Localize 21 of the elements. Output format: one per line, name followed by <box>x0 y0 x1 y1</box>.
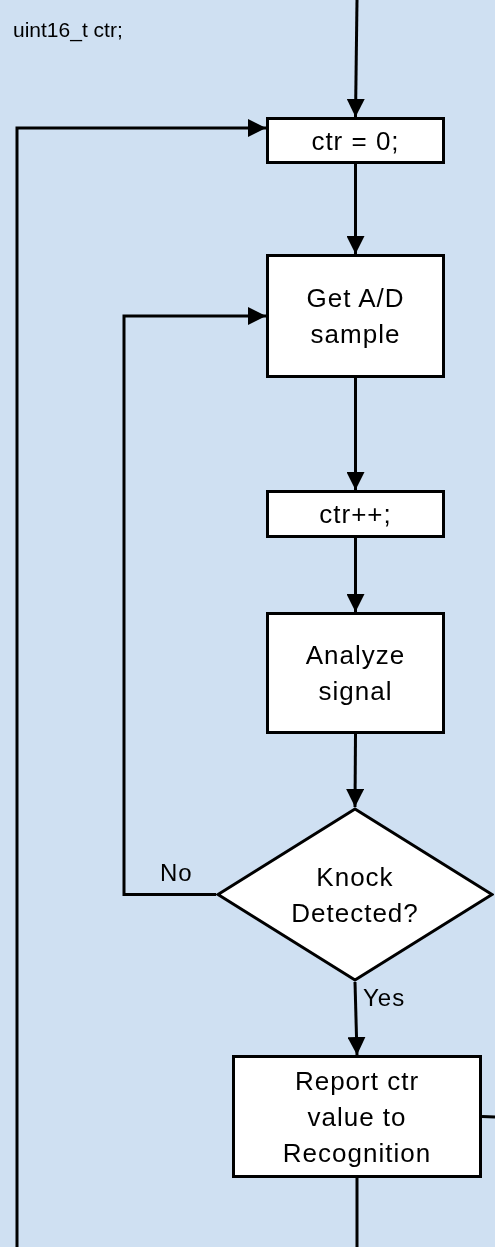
arrow <box>347 981 366 1056</box>
process-box <box>266 612 445 734</box>
variable-declaration: uint16_t ctr; <box>13 17 123 44</box>
decision-diamond <box>216 807 494 982</box>
arrow <box>346 378 365 490</box>
arrow <box>346 0 365 118</box>
node-text: Get A/D sample <box>305 282 406 351</box>
node-text: Report ctr value to Recognition <box>281 1064 433 1170</box>
node-text: ctr = 0; <box>310 124 401 158</box>
process-box <box>266 490 445 538</box>
arrow <box>15 119 266 1247</box>
arrow <box>346 164 365 254</box>
arrow <box>346 734 365 807</box>
process-box <box>266 117 445 164</box>
node-text: Knock Detected? <box>290 860 420 930</box>
arrow <box>346 538 365 612</box>
process-box <box>266 254 445 378</box>
node-text: ctr++; <box>318 498 393 531</box>
arrow <box>122 307 266 896</box>
node-text: Analyze signal <box>304 639 407 708</box>
process-box <box>232 1055 482 1178</box>
